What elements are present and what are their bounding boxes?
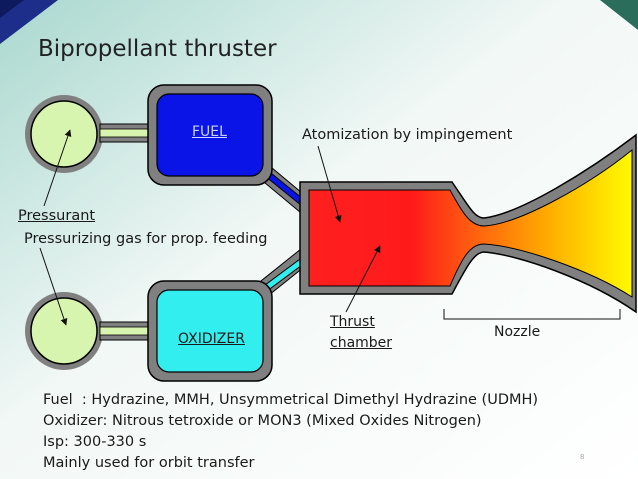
thrust-chamber-label-line1: Thrust [330, 314, 375, 330]
fuel-tank-label: FUEL [192, 124, 227, 140]
pressurant-label: Pressurant [18, 208, 96, 224]
pressurant-top [25, 95, 103, 173]
arrow-pressurant-bottom [39, 247, 68, 326]
pressurant-pipe-top [99, 123, 153, 143]
arrow-pressurant-top [43, 129, 72, 207]
fuel-tank [147, 84, 273, 186]
info-usage: Mainly used for orbit transfer [43, 455, 255, 471]
info-fuel: Fuel : Hydrazine, MMH, Unsymmetrical Dim… [43, 392, 539, 408]
atomization-label: Atomization by impingement [302, 127, 513, 143]
info-oxidizer: Oxidizer: Nitrous tetroxide or MON3 (Mix… [43, 413, 482, 429]
nozzle-bracket [443, 309, 621, 320]
pressurant-bottom [25, 292, 103, 370]
thrust-chamber-label-line2: chamber [330, 335, 393, 351]
slide-title: Bipropellant thruster [38, 36, 277, 62]
oxidizer-tank-label: OXIDIZER [178, 331, 245, 347]
combustion-flame [308, 148, 633, 298]
propellant-info: Fuel : Hydrazine, MMH, Unsymmetrical Dim… [43, 390, 538, 474]
arrow-thrust-chamber [345, 245, 381, 313]
page-number: 8 [580, 453, 585, 461]
corner-accent-blue [0, 0, 58, 44]
arrow-atomization [317, 145, 342, 223]
nozzle-label: Nozzle [494, 324, 541, 340]
corner-accent-dark [0, 0, 24, 18]
oxidizer-tank [147, 280, 273, 382]
corner-accent-green [600, 0, 638, 30]
pressurant-pipe-bottom [99, 321, 153, 341]
info-isp: Isp: 300-330 s [43, 434, 147, 450]
pressurant-description: Pressurizing gas for prop. feeding [24, 231, 268, 247]
